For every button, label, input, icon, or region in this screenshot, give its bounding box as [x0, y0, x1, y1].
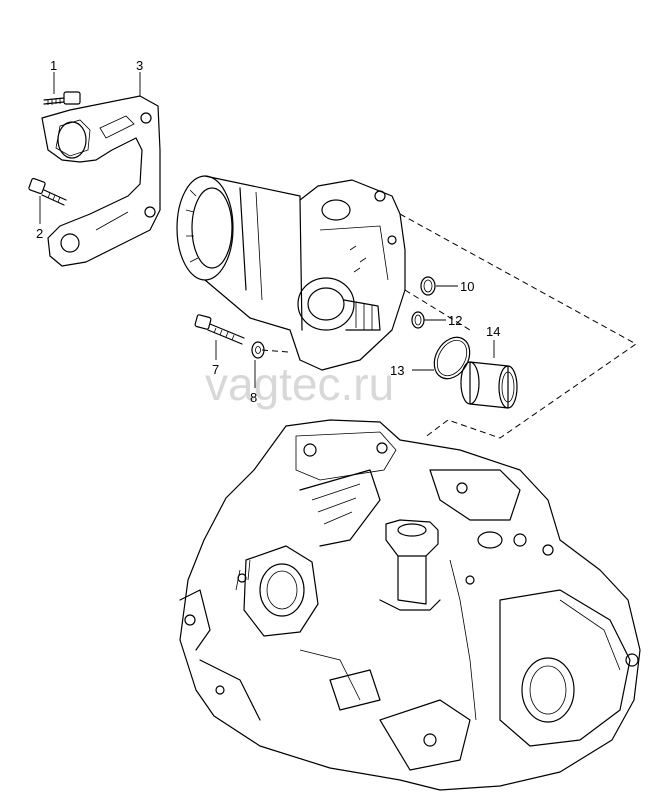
gearbox-housing	[179, 419, 641, 791]
callout-14: 14	[486, 324, 500, 339]
callout-2: 2	[36, 226, 43, 241]
callout-1: 1	[50, 58, 57, 73]
seal-12	[411, 311, 425, 329]
bolt-2	[28, 177, 67, 206]
callout-10: 10	[460, 279, 474, 294]
watermark: vagtec.ru	[205, 358, 394, 410]
o-ring-13	[433, 336, 471, 380]
bolt-7	[194, 314, 245, 345]
callout-3: 3	[136, 58, 143, 73]
leader-lines	[39, 72, 495, 388]
callout-7: 7	[212, 362, 219, 377]
callout-13: 13	[390, 363, 404, 378]
o-ring-10	[420, 276, 436, 296]
actuator-assembly	[176, 175, 406, 371]
callout-8: 8	[250, 390, 257, 405]
bolt-1	[43, 91, 81, 105]
callout-12: 12	[448, 313, 462, 328]
assembly-dash-lines	[261, 213, 637, 439]
mounting-bracket	[41, 95, 161, 267]
bushing-14	[460, 361, 518, 409]
